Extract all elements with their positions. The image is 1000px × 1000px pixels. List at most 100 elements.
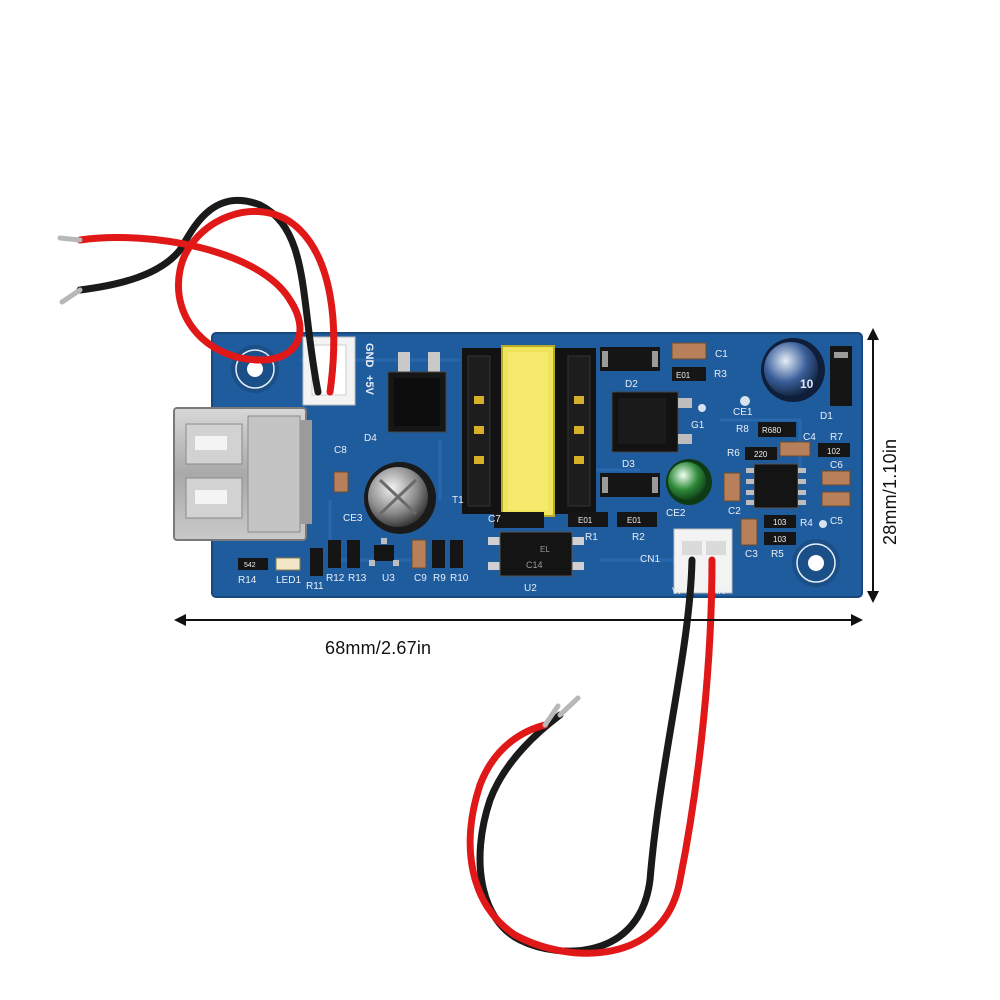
silk-r1: R1 [585, 532, 598, 543]
usb-port [173, 407, 312, 541]
marking-e01: E01 [578, 516, 593, 525]
marking-103: 103 [773, 518, 787, 527]
led1 [275, 557, 301, 571]
resistor-r8 [758, 422, 796, 437]
mosfet-g1 [611, 391, 706, 453]
marking-220: 220 [754, 450, 768, 459]
marking-e01: E01 [627, 516, 642, 525]
input-connector-cn1 [673, 528, 733, 594]
silk-r6: R6 [727, 448, 740, 459]
marking-102: 102 [827, 447, 841, 456]
resistor-r2 [617, 512, 657, 527]
silk-c4: C4 [803, 432, 816, 443]
height-dimension-arrow [867, 328, 879, 603]
capacitor-ce2 [666, 459, 712, 505]
silk-vin-plus: IN+ [716, 586, 730, 596]
silk-r7: R7 [830, 432, 843, 443]
controller-ic [746, 463, 806, 509]
silk-r12: R12 [326, 573, 345, 584]
silk-r13: R13 [348, 573, 367, 584]
silk-c3: C3 [745, 549, 758, 560]
output-wires [57, 196, 338, 396]
silk-label-plus5v: +5V [363, 375, 375, 396]
silk-ce2: CE2 [666, 508, 686, 519]
silk-r4: R4 [800, 518, 813, 529]
resistor-r5 [764, 532, 796, 545]
resistor-r6 [745, 447, 777, 460]
diode-d3 [600, 473, 660, 497]
height-dimension-label: 28mm/1.10in [880, 438, 900, 545]
silk-d4: D4 [364, 433, 377, 444]
capacitor-c9 [411, 539, 427, 569]
capacitor-c2 [723, 472, 741, 502]
silk-c9: C9 [414, 573, 427, 584]
silk-u3: U3 [382, 573, 395, 584]
marking-103: 103 [773, 535, 787, 544]
silk-c7: C7 [488, 514, 501, 525]
transformer-t1 [462, 345, 596, 528]
marking-u2-top: EL [540, 545, 550, 554]
capacitor-c4 [779, 441, 811, 457]
silk-ce3: CE3 [343, 513, 363, 524]
silk-d2: D2 [625, 379, 638, 390]
optocoupler-u2: EL C14 [488, 531, 584, 577]
silk-vin-minus: VI [672, 586, 681, 596]
silk-r2: R2 [632, 532, 645, 543]
silk-r3: R3 [714, 369, 727, 380]
resistor-r10 [450, 540, 463, 568]
resistor-r1 [568, 512, 608, 527]
mounting-hole-right [792, 539, 840, 587]
resistor-r14 [238, 558, 268, 570]
silk-c5: C5 [830, 516, 843, 527]
capacitor-c3 [740, 518, 758, 546]
diode-d2 [600, 347, 660, 371]
input-wires [466, 556, 716, 957]
resistor-r4 [764, 515, 796, 528]
silk-d3: D3 [622, 459, 635, 470]
resistor-r3 [672, 367, 706, 381]
capacitor-ce3 [364, 462, 436, 534]
silk-r14: R14 [238, 575, 257, 586]
resistor-r9 [432, 540, 445, 568]
silk-u2: U2 [524, 583, 537, 594]
resistor-r12 [328, 540, 341, 568]
marking-u2: C14 [526, 560, 543, 570]
width-dimension-label: 68mm/2.67in [325, 638, 432, 658]
silk-g1: G1 [691, 420, 705, 431]
silk-c1: C1 [715, 349, 728, 360]
silk-c6: C6 [830, 460, 843, 471]
resistor-r11 [310, 548, 323, 576]
silkscreen-labels: D4 C8 CE3 T1 C7 C1 D2 R3 CE1 R8 D1 G1 C4… [238, 349, 843, 596]
silk-c8: C8 [334, 445, 347, 456]
silk-t1: T1 [452, 495, 464, 506]
silk-ce1: CE1 [733, 407, 753, 418]
silk-r5: R5 [771, 549, 784, 560]
pcb-via [819, 520, 827, 528]
marking-542: 542 [244, 562, 256, 569]
silk-cn1: CN1 [640, 554, 660, 565]
transistor-u3 [369, 538, 399, 566]
regulator-d4 [387, 352, 447, 433]
capacitor-c5 [821, 491, 851, 507]
marking-r680: R680 [762, 426, 782, 435]
silk-r8: R8 [736, 424, 749, 435]
silk-label-gnd: GND [363, 343, 375, 368]
marking-e01: E01 [676, 371, 691, 380]
silk-d1: D1 [820, 411, 833, 422]
diode-d1 [830, 346, 852, 406]
silk-gnd-5v: GND +5V [363, 343, 375, 396]
capacitor-ce1: 10 [761, 338, 825, 402]
mounting-hole-left [231, 345, 279, 393]
width-dimension-arrow [174, 614, 863, 626]
silk-led1: LED1 [276, 575, 301, 586]
silk-r11: R11 [306, 581, 324, 592]
capacitor-c1 [671, 342, 707, 360]
silk-r9: R9 [433, 573, 446, 584]
capacitor-c8 [333, 471, 349, 493]
marking-ce1: 10 [800, 377, 814, 391]
pcb-via [740, 396, 750, 406]
capacitor-c6 [821, 470, 851, 486]
silk-c2: C2 [728, 506, 741, 517]
silk-r10: R10 [450, 573, 469, 584]
